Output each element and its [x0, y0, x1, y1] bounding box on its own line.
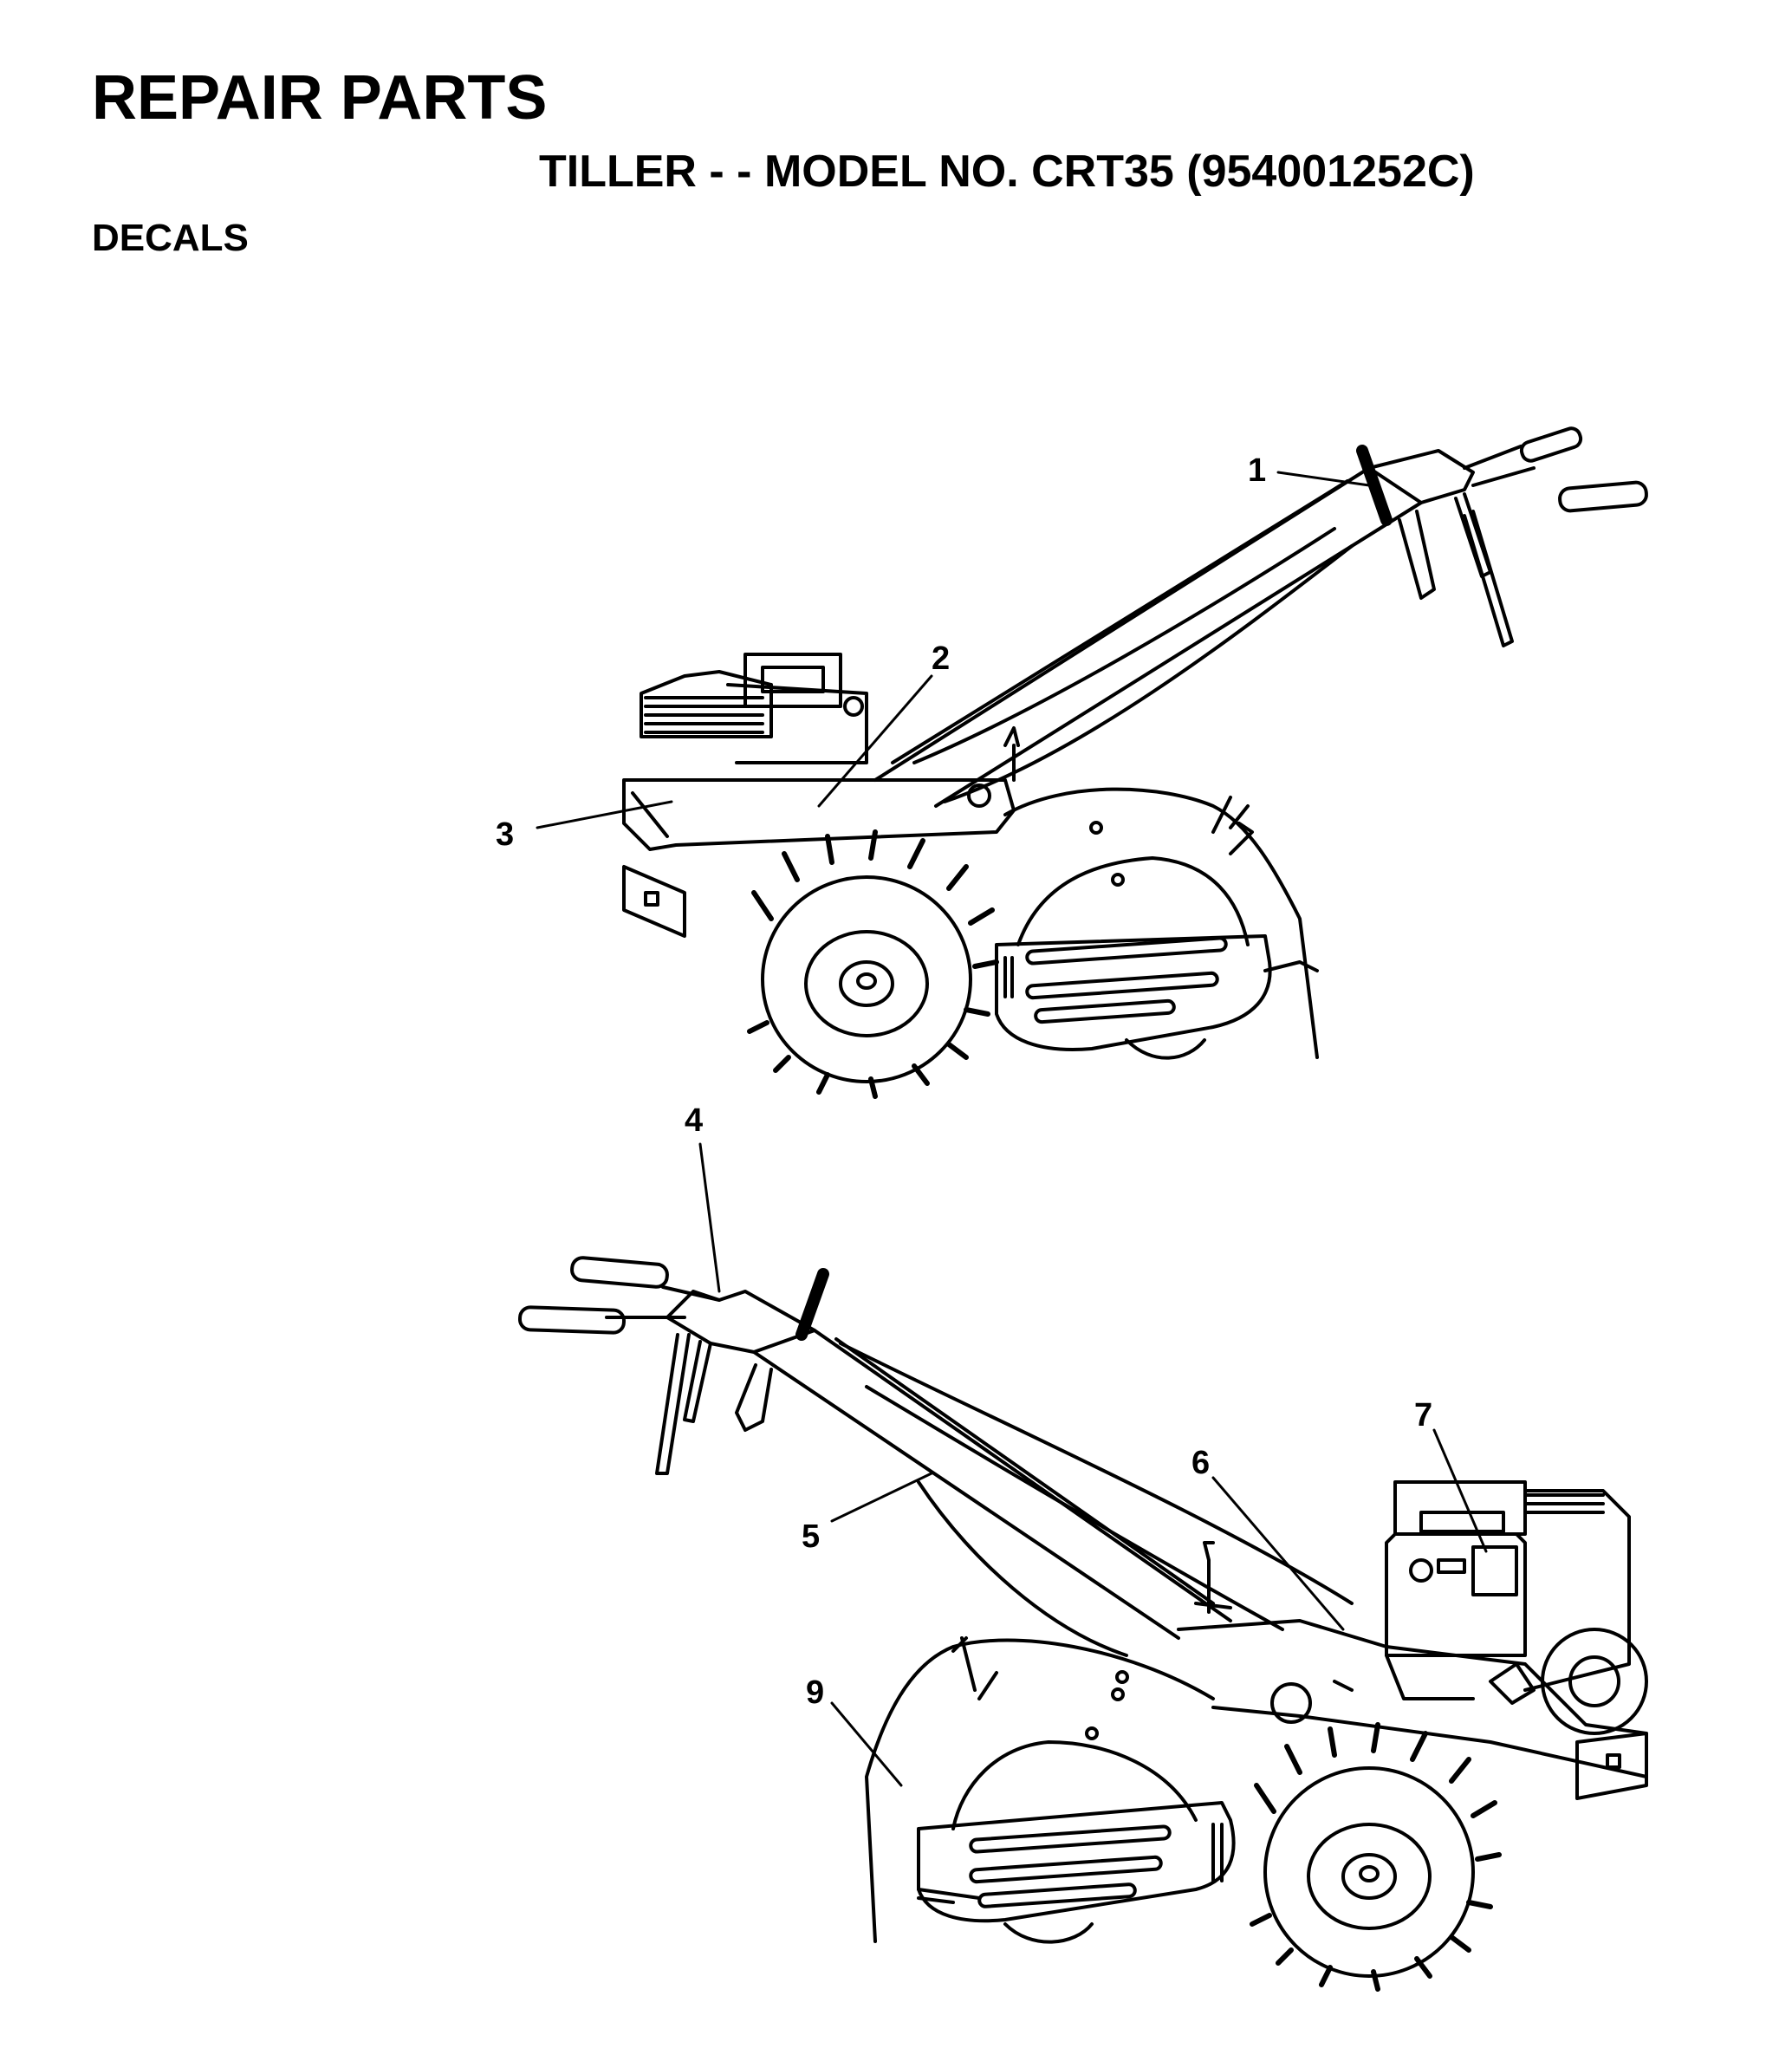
callout-7: 7	[1414, 1397, 1432, 1434]
tiller-left-side-view	[517, 1256, 1648, 1992]
tiller-right-side-view	[622, 426, 1648, 1099]
section-heading: DECALS	[92, 217, 249, 259]
callout-leaders	[536, 471, 1488, 1787]
callout-1: 1	[1248, 452, 1266, 489]
callout-5: 5	[802, 1518, 820, 1555]
callout-4: 4	[685, 1102, 703, 1139]
callout-9: 9	[806, 1674, 824, 1711]
page-title: REPAIR PARTS	[92, 63, 548, 133]
callout-2: 2	[932, 640, 950, 677]
callout-6: 6	[1191, 1445, 1210, 1481]
callout-3: 3	[496, 816, 514, 853]
model-subtitle: TILLER - - MODEL NO. CRT35 (954001252C)	[539, 146, 1475, 197]
